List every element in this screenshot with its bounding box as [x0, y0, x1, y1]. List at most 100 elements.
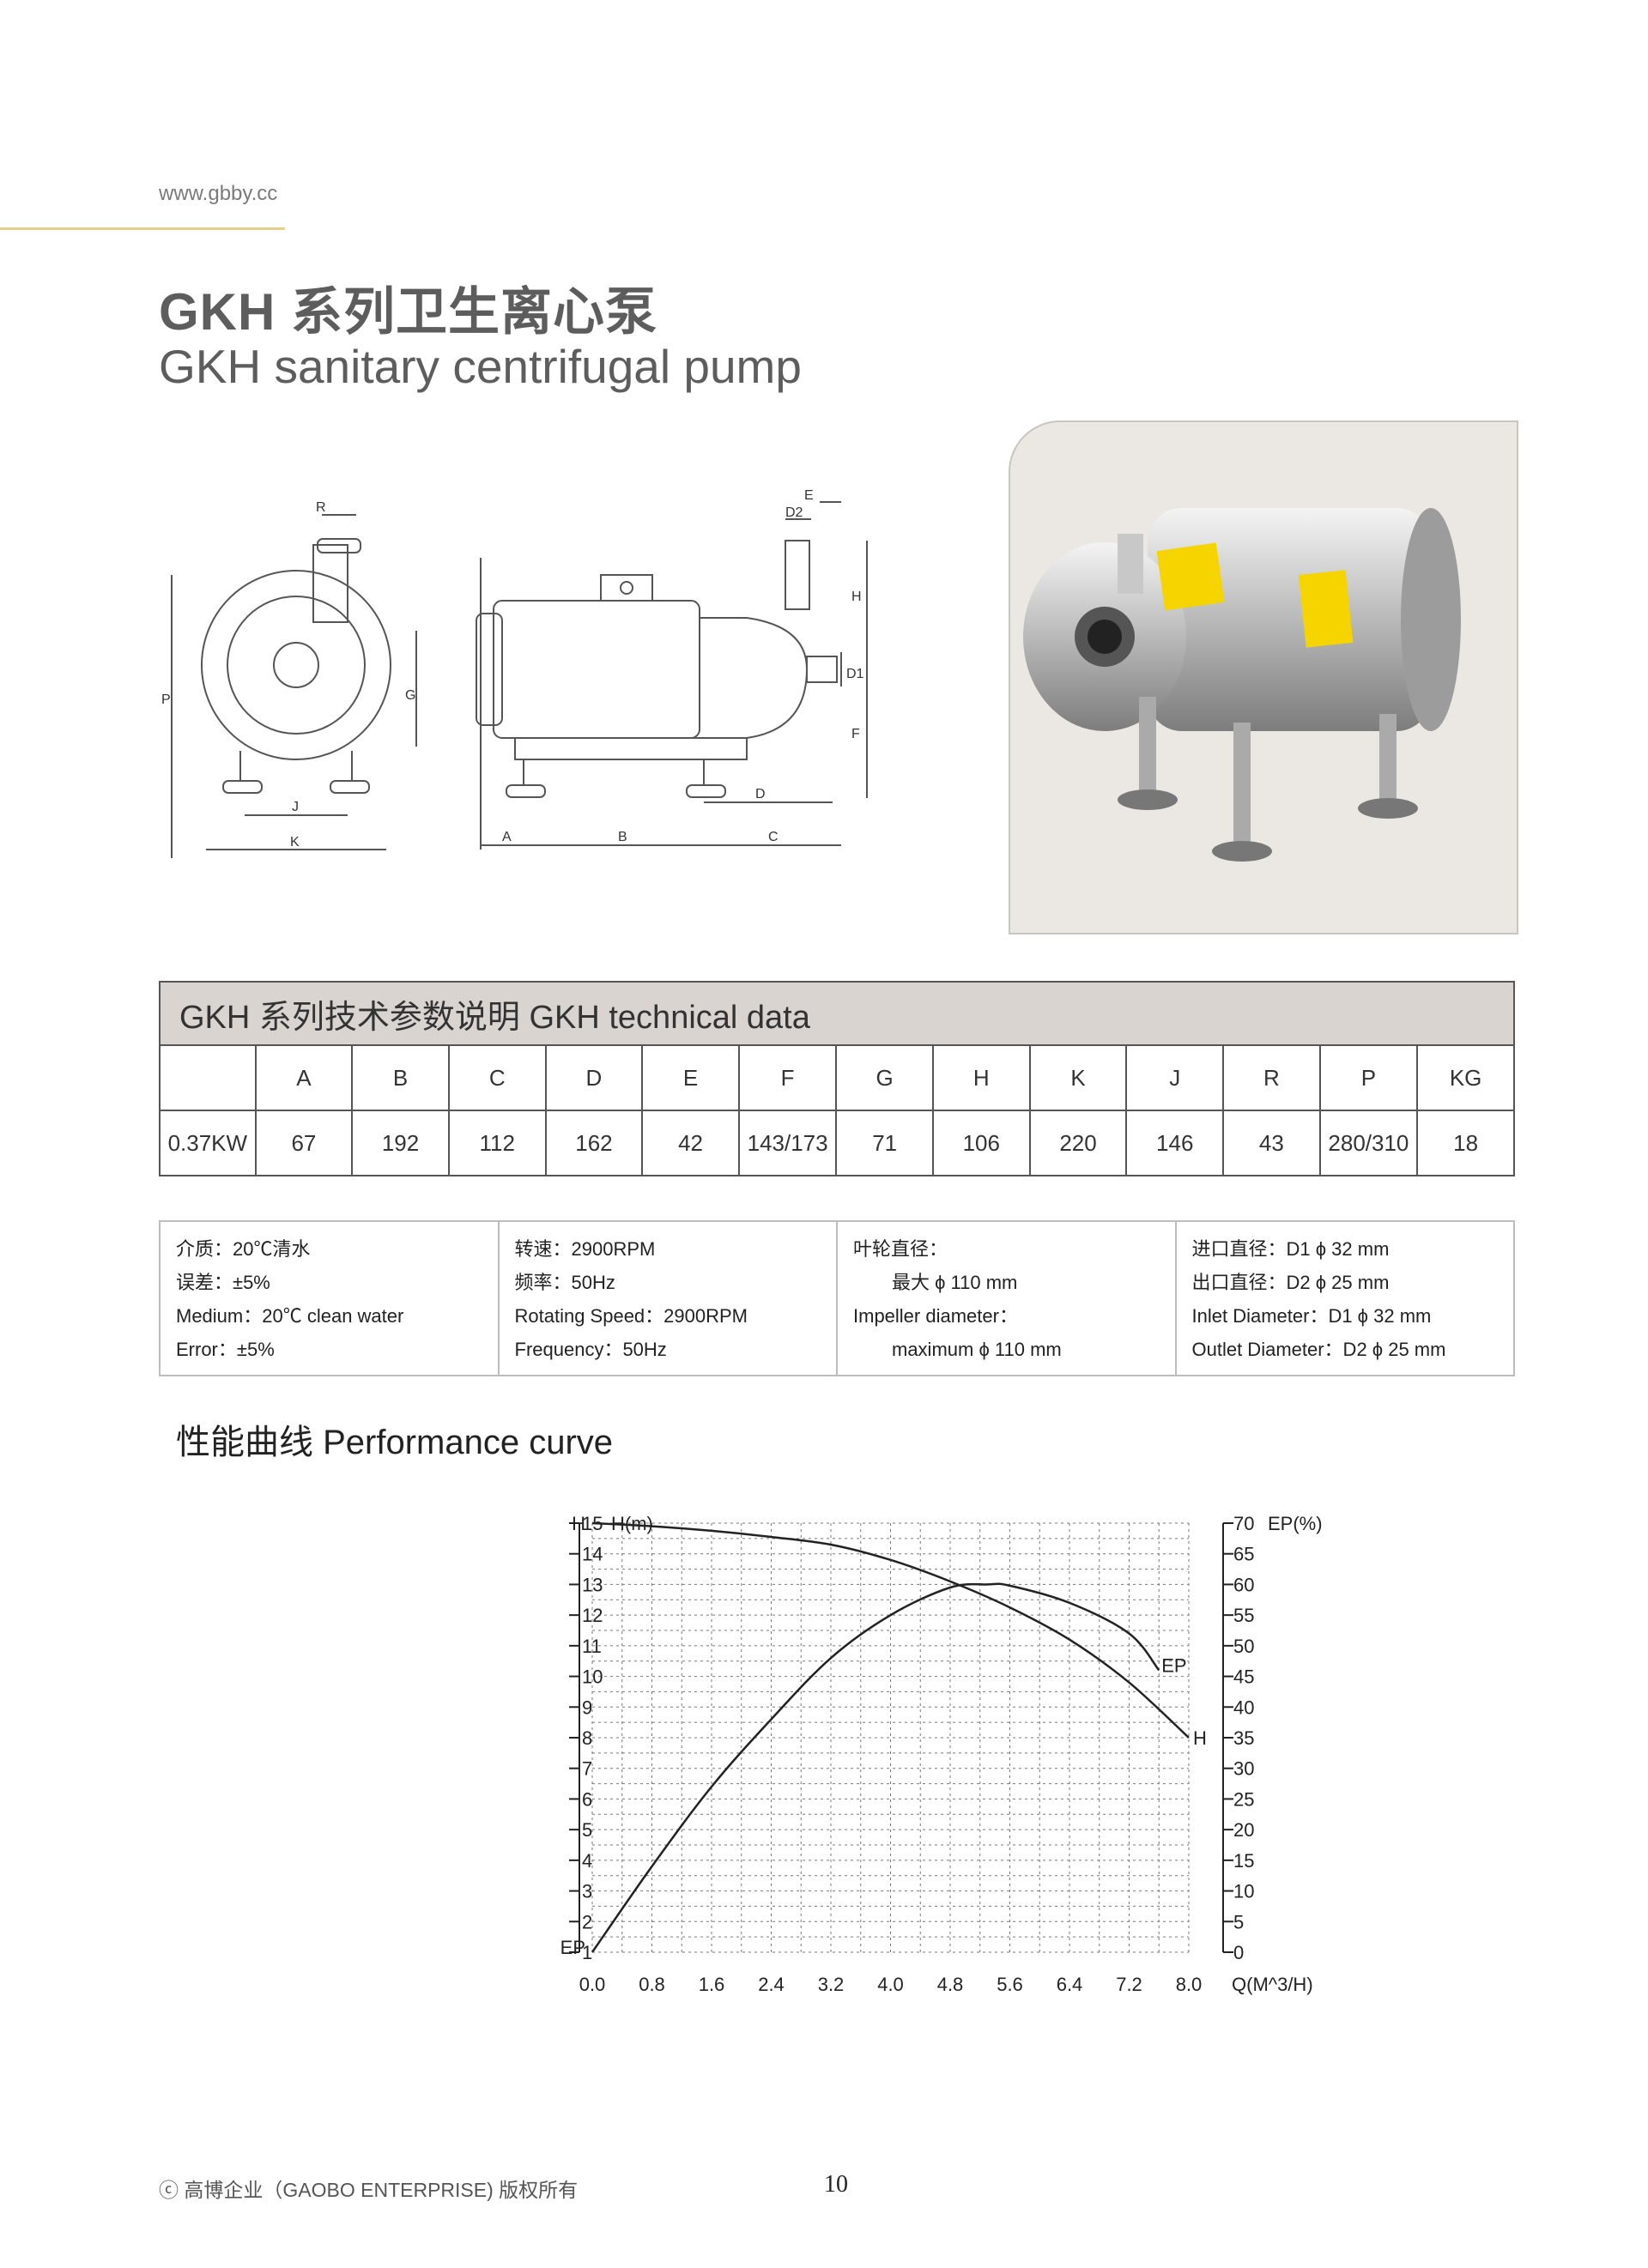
dim-label-f: F — [851, 727, 860, 741]
table-header-cell — [159, 1044, 257, 1111]
pump-illustration — [1023, 508, 1461, 862]
left-tick-label: 2 — [582, 1911, 592, 1932]
x-tick-label: 8.0 — [1176, 1974, 1203, 1995]
specification-table: 介质：20℃清水 误差：±5% Medium：20℃ clean water E… — [159, 1220, 1515, 1376]
table-header-cell: KG — [1416, 1044, 1515, 1111]
table-header-cell: A — [254, 1044, 354, 1111]
spec-cell-speed: 转速：2900RPM 频率：50Hz Rotating Speed：2900RP… — [497, 1220, 838, 1376]
right-tick-label: 35 — [1233, 1727, 1254, 1749]
spec-line: Inlet Diameter：D1 ϕ 32 mm — [1191, 1305, 1432, 1327]
x-tick-label: 0.8 — [639, 1974, 665, 1995]
dim-label-d2: D2 — [785, 505, 803, 520]
spec-line: Frequency：50Hz — [514, 1339, 667, 1360]
spec-line: 进口直径：D1 ϕ 32 mm — [1191, 1238, 1390, 1260]
table-header-cell: F — [737, 1044, 838, 1111]
spec-line: maximum ϕ 110 mm — [892, 1339, 1062, 1360]
technical-data-title: GKH 系列技术参数说明 GKH technical data — [159, 981, 1515, 1046]
left-tick-label: 5 — [582, 1819, 592, 1841]
table-cell: 146 — [1125, 1110, 1225, 1176]
footer-copyright: ⓒ 高博企业（GAOBO ENTERPRISE) 版权所有 — [159, 2179, 579, 2201]
left-tick-label: 7 — [582, 1758, 592, 1780]
x-tick-label: 3.2 — [818, 1974, 845, 1995]
dim-label-r: R — [316, 500, 326, 515]
table-cell: 0.37KW — [159, 1110, 257, 1176]
right-tick-label: 70 — [1233, 1513, 1254, 1534]
spec-line: Error：±5% — [176, 1339, 275, 1360]
spec-cell-diameter: 进口直径：D1 ϕ 32 mm 出口直径：D2 ϕ 25 mm Inlet Di… — [1174, 1220, 1515, 1376]
x-tick-label: 4.0 — [877, 1974, 904, 1995]
site-url[interactable]: www.gbby.cc — [159, 182, 278, 205]
spec-line: 误差：±5% — [176, 1272, 270, 1293]
right-tick-label: 40 — [1233, 1696, 1254, 1718]
left-tick-label: 14 — [582, 1544, 603, 1565]
h-curve-end-label: H — [1193, 1727, 1207, 1749]
right-tick-label: 15 — [1233, 1850, 1254, 1872]
table-cell: 220 — [1028, 1110, 1128, 1176]
chart-grid — [591, 1522, 1190, 1953]
table-cell: 112 — [447, 1110, 547, 1176]
header-rule — [0, 227, 285, 230]
right-tick-label: 55 — [1233, 1605, 1254, 1626]
table-cell: 143/173 — [737, 1110, 838, 1176]
dimension-drawing: R P G J K E D2 H D1 F D A B C — [161, 488, 868, 858]
table-header-cell: D — [544, 1044, 644, 1111]
left-tick-label: 13 — [582, 1574, 603, 1595]
right-tick-label: 20 — [1233, 1819, 1254, 1841]
x-tick-label: 4.8 — [937, 1974, 964, 1995]
x-tick-label: 0.0 — [579, 1974, 606, 1995]
x-tick-label: 2.4 — [758, 1974, 785, 1995]
dim-label-k: K — [290, 835, 300, 850]
table-header-cell: E — [641, 1044, 740, 1111]
dim-label-e: E — [804, 488, 814, 503]
chart-series — [591, 1521, 1190, 1953]
right-tick-label: 0 — [1233, 1942, 1244, 1963]
spec-line: Medium：20℃ clean water — [176, 1305, 404, 1327]
left-tick-label: 11 — [582, 1636, 602, 1657]
left-tick-label: 3 — [582, 1881, 592, 1902]
right-tick-label: 5 — [1233, 1911, 1244, 1932]
table-header-cell: G — [835, 1044, 934, 1111]
x-tick-label: 6.4 — [1057, 1974, 1083, 1995]
table-cell: 192 — [351, 1110, 450, 1176]
spec-line: Impeller diameter： — [853, 1305, 1018, 1327]
x-tick-label: 7.2 — [1116, 1974, 1142, 1995]
series-line-h — [591, 1521, 1190, 1739]
table-header-cell: C — [447, 1044, 547, 1111]
dim-label-h: H — [851, 590, 862, 604]
dim-label-j: J — [292, 800, 299, 814]
table-header-cell: B — [351, 1044, 450, 1111]
table-cell: 162 — [544, 1110, 644, 1176]
right-tick-label: 65 — [1233, 1544, 1254, 1565]
left-tick-label: 9 — [582, 1696, 592, 1718]
x-tick-label: 1.6 — [699, 1974, 725, 1995]
spec-line: Rotating Speed：2900RPM — [514, 1305, 748, 1327]
left-tick-label: 6 — [582, 1788, 592, 1810]
performance-curve-title: 性能曲线 Performance curve — [176, 1424, 614, 1461]
left-tick-label: 12 — [582, 1605, 603, 1626]
pump-casing-outline — [201, 570, 391, 760]
right-tick-label: 60 — [1233, 1574, 1254, 1595]
right-tick-label: 25 — [1233, 1788, 1254, 1810]
x-tick-label: 5.6 — [997, 1974, 1023, 1995]
performance-chart: 1514131211109876543217065605550454035302… — [560, 1513, 1323, 1995]
left-tick-label: 8 — [582, 1727, 592, 1749]
spec-cell-medium: 介质：20℃清水 误差：±5% Medium：20℃ clean water E… — [159, 1220, 500, 1376]
table-cell: 106 — [931, 1110, 1031, 1176]
spec-cell-impeller: 叶轮直径： 最大 ϕ 110 mm Impeller diameter： max… — [836, 1220, 1177, 1376]
table-header-cell: R — [1222, 1044, 1321, 1111]
ep-curve-start-label: EP — [560, 1937, 585, 1958]
table-header-cell: J — [1125, 1044, 1225, 1111]
ep-curve-end-label: EP — [1161, 1654, 1186, 1676]
page-number: 10 — [824, 2171, 848, 2198]
dim-label-b: B — [618, 830, 627, 844]
spec-line: 频率：50Hz — [514, 1272, 615, 1293]
table-cell: 18 — [1416, 1110, 1515, 1176]
x-axis-label: Q(M^3/H) — [1232, 1974, 1313, 1995]
table-cell: 42 — [641, 1110, 740, 1176]
right-tick-label: 45 — [1233, 1666, 1254, 1688]
spec-line: 转速：2900RPM — [514, 1238, 656, 1260]
spec-line: 最大 ϕ 110 mm — [892, 1272, 1018, 1293]
